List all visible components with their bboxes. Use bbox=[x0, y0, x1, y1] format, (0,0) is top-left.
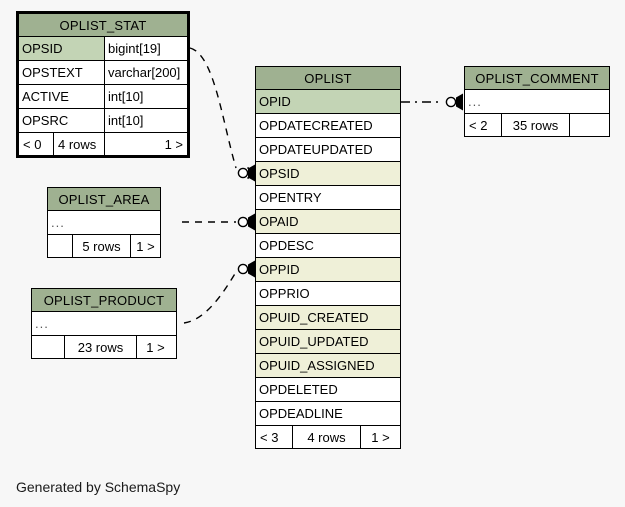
column-name: OPDATECREATED bbox=[256, 114, 400, 137]
footer-parents[interactable]: < 3 bbox=[260, 429, 279, 445]
table-row[interactable]: ... bbox=[32, 311, 176, 335]
column-ellipsis: ... bbox=[48, 211, 160, 234]
footer-children[interactable]: 1 > bbox=[130, 235, 160, 257]
footer-parents bbox=[48, 235, 72, 257]
table-oplist-product-title: OPLIST_PRODUCT bbox=[32, 289, 176, 311]
column-name: ACTIVE bbox=[19, 85, 104, 108]
footer-children bbox=[569, 114, 609, 136]
footer-parents bbox=[32, 336, 64, 358]
column-type: int[10] bbox=[104, 85, 187, 108]
footer-rows: 4 rows bbox=[53, 133, 104, 155]
column-ellipsis: ... bbox=[465, 90, 609, 113]
table-row[interactable]: ACTIVE int[10] bbox=[19, 84, 187, 108]
table-footer: 23 rows 1 > bbox=[32, 335, 176, 358]
column-name: OPID bbox=[256, 90, 400, 113]
table-row[interactable]: OPDATECREATED bbox=[256, 113, 400, 137]
table-row[interactable]: ... bbox=[48, 210, 160, 234]
table-row[interactable]: OPAID bbox=[256, 209, 400, 233]
table-oplist-area[interactable]: OPLIST_AREA ... 5 rows 1 > bbox=[47, 187, 161, 258]
column-name: OPSRC bbox=[19, 109, 104, 132]
column-name: OPSID bbox=[256, 162, 400, 185]
table-oplist-title: OPLIST bbox=[256, 67, 400, 89]
column-name: OPDELETED bbox=[256, 378, 400, 401]
table-row[interactable]: OPSTEXT varchar[200] bbox=[19, 60, 187, 84]
table-row[interactable]: OPID bbox=[256, 89, 400, 113]
table-row[interactable]: OPUID_ASSIGNED bbox=[256, 353, 400, 377]
column-type: bigint[19] bbox=[104, 37, 187, 60]
edge-oplist-area-opaid bbox=[182, 213, 255, 231]
footer-children[interactable]: 1 > bbox=[360, 426, 400, 448]
column-type: int[10] bbox=[104, 109, 187, 132]
diagram-caption: Generated by SchemaSpy bbox=[16, 479, 181, 495]
column-ellipsis: ... bbox=[32, 312, 176, 335]
column-name: OPENTRY bbox=[256, 186, 400, 209]
table-row[interactable]: OPDESC bbox=[256, 233, 400, 257]
table-oplist-comment[interactable]: OPLIST_COMMENT ... < 2 35 rows bbox=[464, 66, 610, 137]
column-name: OPPRIO bbox=[256, 282, 400, 305]
table-oplist-stat-title: OPLIST_STAT bbox=[19, 14, 187, 36]
table-row[interactable]: OPDATEUPDATED bbox=[256, 137, 400, 161]
footer-rows: 23 rows bbox=[64, 336, 136, 358]
table-footer: < 0 4 rows 1 > bbox=[19, 132, 187, 155]
column-name: OPPID bbox=[256, 258, 400, 281]
table-row[interactable]: OPSID bbox=[256, 161, 400, 185]
column-name: OPUID_UPDATED bbox=[256, 330, 400, 353]
table-row[interactable]: OPDELETED bbox=[256, 377, 400, 401]
column-name: OPSID bbox=[19, 37, 104, 60]
table-row[interactable]: OPSRC int[10] bbox=[19, 108, 187, 132]
footer-rows: 4 rows bbox=[292, 426, 360, 448]
table-footer: < 2 35 rows bbox=[465, 113, 609, 136]
footer-parents[interactable]: < 2 bbox=[469, 117, 488, 133]
table-row[interactable]: OPPRIO bbox=[256, 281, 400, 305]
column-name: OPDESC bbox=[256, 234, 400, 257]
edge-oplist-opid-comment bbox=[401, 93, 463, 111]
footer-rows: 5 rows bbox=[72, 235, 130, 257]
table-row[interactable]: ... bbox=[465, 89, 609, 113]
table-row[interactable]: OPUID_UPDATED bbox=[256, 329, 400, 353]
table-oplist-comment-title: OPLIST_COMMENT bbox=[465, 67, 609, 89]
table-row[interactable]: OPSID bigint[19] bbox=[19, 36, 187, 60]
footer-rows: 35 rows bbox=[501, 114, 569, 136]
column-name: OPUID_ASSIGNED bbox=[256, 354, 400, 377]
table-row[interactable]: OPDEADLINE bbox=[256, 401, 400, 425]
column-type: varchar[200] bbox=[104, 61, 187, 84]
column-name: OPSTEXT bbox=[19, 61, 104, 84]
table-footer: 5 rows 1 > bbox=[48, 234, 160, 257]
table-oplist-stat[interactable]: OPLIST_STAT OPSID bigint[19] OPSTEXT var… bbox=[16, 11, 190, 158]
footer-children[interactable]: 1 > bbox=[104, 133, 187, 155]
column-name: OPDATEUPDATED bbox=[256, 138, 400, 161]
table-oplist-product[interactable]: OPLIST_PRODUCT ... 23 rows 1 > bbox=[31, 288, 177, 359]
column-name: OPAID bbox=[256, 210, 400, 233]
table-oplist-area-title: OPLIST_AREA bbox=[48, 188, 160, 210]
table-row[interactable]: OPENTRY bbox=[256, 185, 400, 209]
table-footer: < 3 4 rows 1 > bbox=[256, 425, 400, 448]
footer-children[interactable]: 1 > bbox=[136, 336, 174, 358]
edge-oplist-product-oppid bbox=[183, 260, 255, 324]
table-row[interactable]: OPUID_CREATED bbox=[256, 305, 400, 329]
edge-oplist-stat-opsid bbox=[189, 47, 255, 182]
table-oplist[interactable]: OPLIST OPID OPDATECREATED OPDATEUPDATED … bbox=[255, 66, 401, 449]
footer-parents[interactable]: < 0 bbox=[23, 136, 42, 152]
column-name: OPDEADLINE bbox=[256, 402, 400, 425]
table-row[interactable]: OPPID bbox=[256, 257, 400, 281]
column-name: OPUID_CREATED bbox=[256, 306, 400, 329]
